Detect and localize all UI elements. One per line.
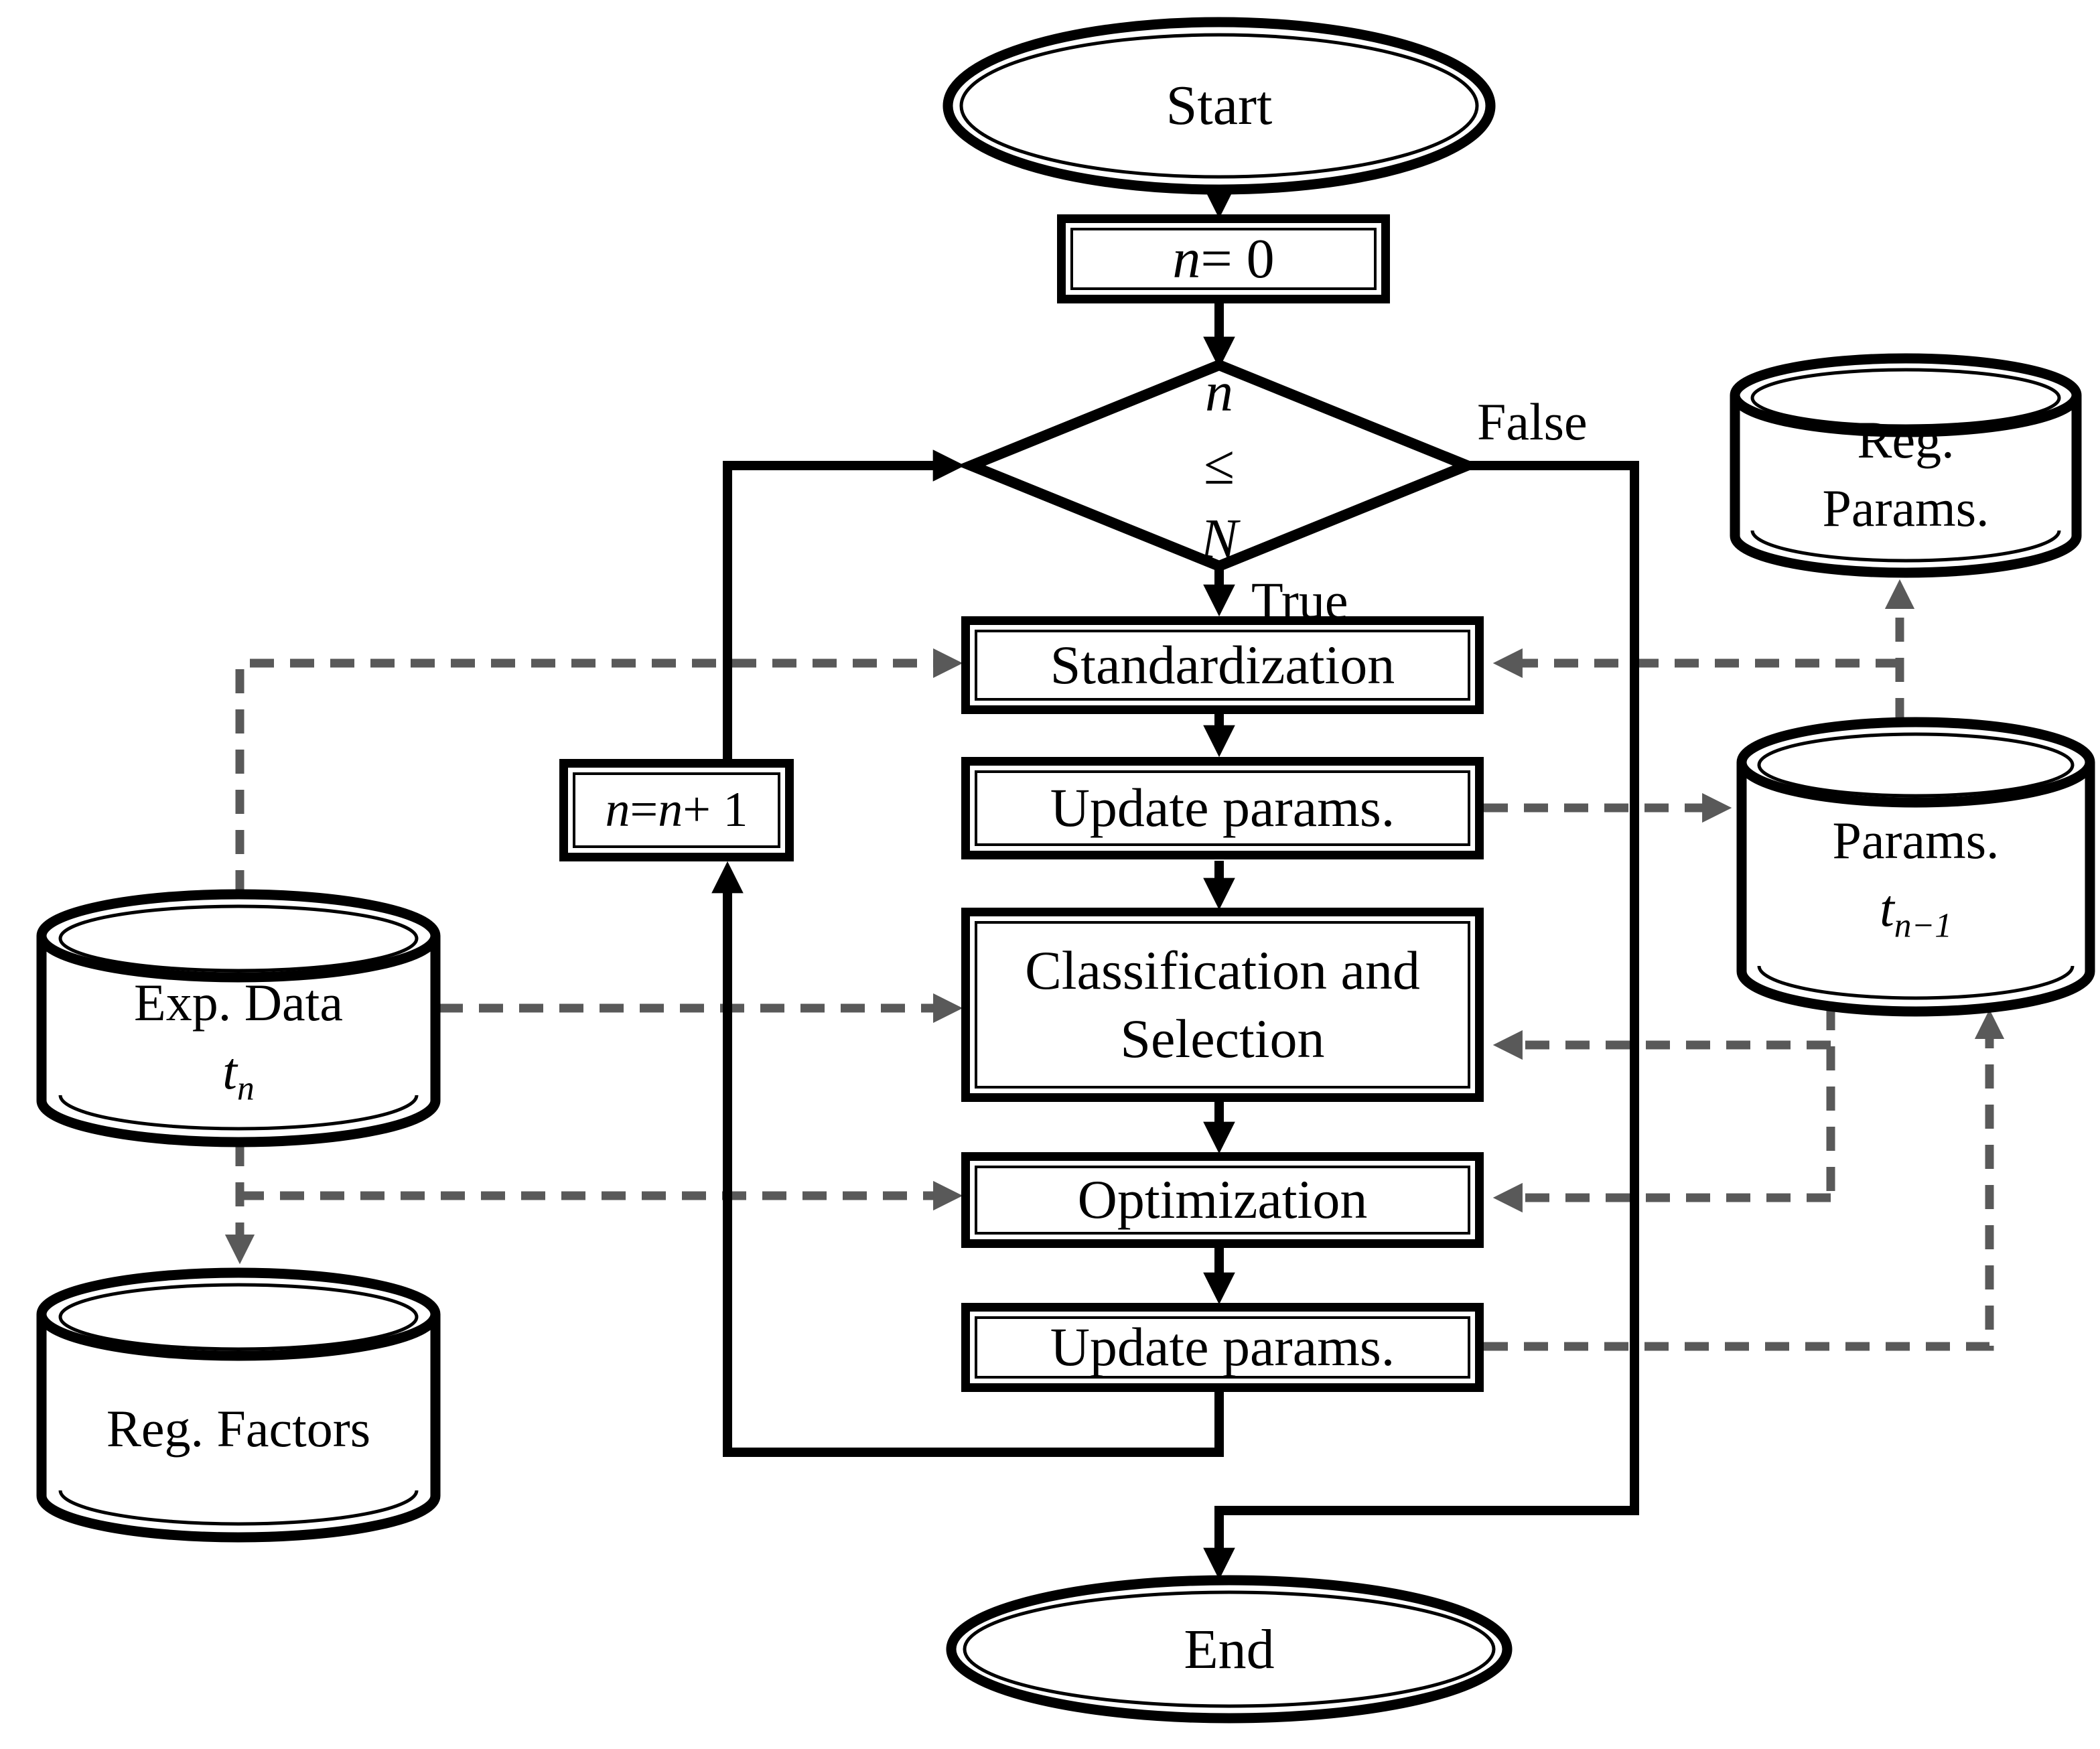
regfactors-cylinder-top (36, 1267, 441, 1361)
params-variable: t (1880, 879, 1894, 937)
decision-true-branch-label: True (1251, 571, 1348, 630)
end-terminator-ellipse (946, 1575, 1513, 1724)
optimization-label-text: Optimization (1077, 1169, 1368, 1231)
expdata-label-line2: tn (222, 1037, 255, 1108)
regparams-datastore-label: Reg. Params. (1735, 402, 2077, 546)
regparams-cylinder-inner-bottom (1750, 530, 2061, 563)
start-terminator-inner-ring (959, 33, 1479, 179)
process-box-update-params-bottom: Update params. (961, 1303, 1484, 1392)
classification-label-line1: Classification and (1025, 939, 1420, 1001)
regparams-label-line2: Params. (1822, 478, 1989, 537)
process-box-classification: Classification and Selection (961, 908, 1484, 1102)
params-cylinder-top (1736, 717, 2095, 808)
params-label-line2: tn−1 (1880, 874, 1952, 945)
decision-node-label: n ≤ N (1200, 361, 1239, 570)
expdata-cylinder-inner-bottom (58, 1095, 419, 1131)
params-cylinder-body (1736, 762, 2095, 1017)
classification-label-line2: Selection (1120, 1008, 1325, 1069)
params-cylinder-inner-bottom (1757, 965, 2075, 1000)
process-box-standardization: Standardization (961, 616, 1484, 714)
expdata-cylinder-body (36, 936, 441, 1147)
update-params-bottom-label-text: Update params. (1050, 1316, 1395, 1378)
regparams-cylinder-body (1730, 395, 2082, 578)
expdata-subscript: n (236, 1069, 255, 1108)
process-box-init: n = 0 (1057, 214, 1390, 303)
start-terminator-ellipse (942, 17, 1496, 195)
params-subscript: n−1 (1894, 906, 1952, 945)
start-label-text: Start (1166, 74, 1273, 137)
regfactors-cylinder-inner-rim (58, 1283, 419, 1351)
regfactors-cylinder-body (36, 1314, 441, 1543)
start-node-label: Start (948, 20, 1490, 192)
process-box-update-params-top: Update params. (961, 757, 1484, 859)
end-node-label: End (951, 1581, 1507, 1718)
end-terminator-inner-ring (963, 1590, 1496, 1708)
expdata-datastore-label: Exp. Data tn (42, 951, 435, 1122)
params-datastore-label: Params. tn−1 (1742, 777, 2090, 971)
regfactors-label-text: Reg. Factors (106, 1399, 371, 1458)
params-label-line1: Params. (1832, 811, 2000, 869)
expdata-label-line1: Exp. Data (134, 973, 343, 1032)
params-cylinder-inner-rim (1757, 732, 2075, 798)
expdata-cylinder-inner-rim (58, 904, 419, 973)
update-params-top-label-text: Update params. (1050, 777, 1395, 839)
regparams-cylinder-inner-rim (1750, 368, 2061, 428)
expdata-variable: t (222, 1041, 237, 1100)
arrow-decision-false-to-end (1203, 461, 1639, 1580)
regparams-label-line1: Reg. (1857, 411, 1955, 470)
expdata-cylinder-top (36, 889, 441, 983)
arrow-updateparams2-loop-to-increment (711, 861, 1224, 1457)
process-box-optimization: Optimization (961, 1152, 1484, 1248)
regfactors-datastore-label: Reg. Factors (42, 1343, 435, 1514)
dashed-arrow-expdata-to-standardization (235, 648, 963, 894)
dashed-arrow-updateparams2-to-params (1484, 1009, 2005, 1351)
arrow-increment-to-decision (723, 449, 965, 759)
end-label-text: End (1184, 1618, 1275, 1681)
decision-diamond (957, 359, 1482, 572)
decision-false-branch-label: False (1477, 393, 1588, 451)
standardization-label-text: Standardization (1050, 634, 1395, 695)
regfactors-cylinder-inner-bottom (58, 1490, 419, 1526)
process-box-increment: n = n + 1 (559, 759, 794, 861)
classification-label-text: Classification and Selection (1025, 936, 1420, 1074)
regparams-cylinder-top (1730, 353, 2082, 437)
